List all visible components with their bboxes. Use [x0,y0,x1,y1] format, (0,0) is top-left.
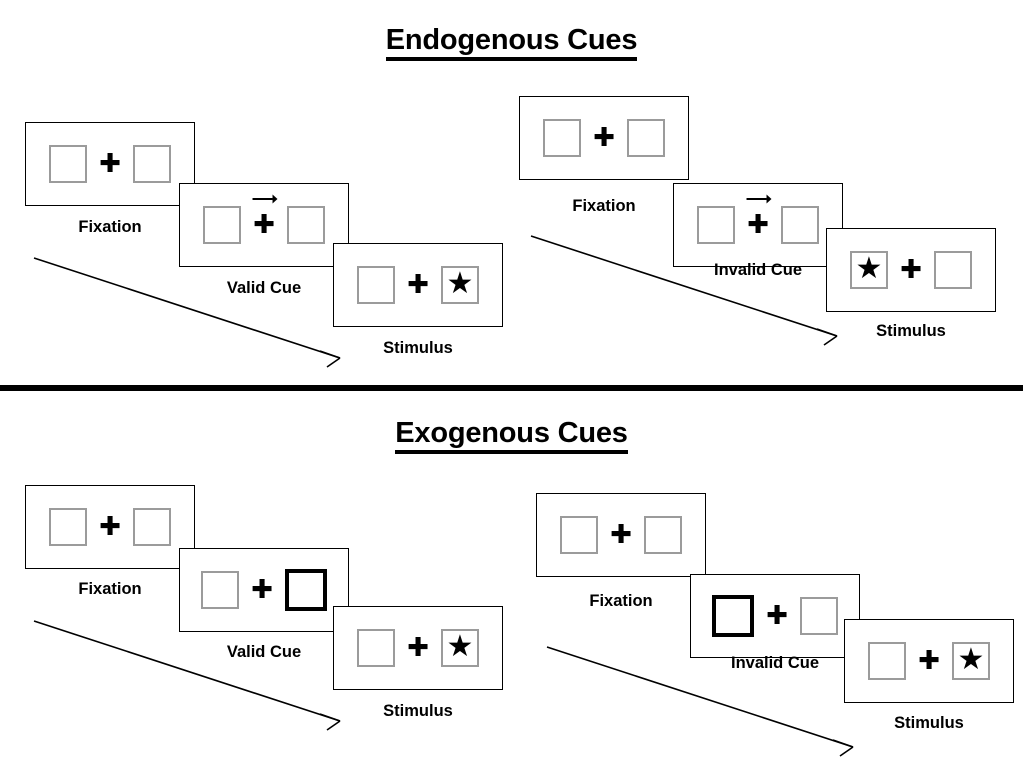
slot-left[interactable]: ★ [357,266,395,304]
flow-arrow-endogenous-valid [33,257,341,368]
fixation-center: ✚ [598,522,644,548]
slot-left[interactable]: ★ [357,629,395,667]
section-title-exogenous-text: Exogenous Cues [395,419,628,454]
caption-endogenous-valid-fixation: Fixation [78,218,142,236]
slot-right[interactable]: ★ [952,642,990,680]
fixation-center: ✚ [87,514,133,540]
panel-content: ★ ✚ ★ [334,244,502,326]
panel-endogenous-valid-fixation[interactable]: ★ ✚ ★ [25,122,195,206]
slot-left[interactable]: ★ [201,571,239,609]
fixation-center: ✚ [888,257,934,283]
slot-left[interactable]: ★ [560,516,598,554]
slot-right[interactable]: ★ [627,119,665,157]
slot-left[interactable]: ★ [697,206,735,244]
panel-content: ★ ✚ ★ [180,549,348,631]
slot-left-cued[interactable]: ★ [712,595,754,637]
section-title-exogenous: Exogenous Cues [0,419,1023,454]
fixation-cross-icon: ✚ [407,270,429,300]
fixation-center: ✚ [395,272,441,298]
slot-right[interactable]: ★ [133,145,171,183]
slot-right[interactable]: ★ [800,597,838,635]
slot-left[interactable]: ★ [49,145,87,183]
slot-right[interactable]: ★ [441,266,479,304]
flow-arrow-exogenous-invalid [546,646,854,757]
fixation-cross-icon: ✚ [900,255,922,285]
panel-endogenous-valid-cue[interactable]: ★ ✚ ★ [179,183,349,267]
flow-arrow-exogenous-valid [33,620,341,731]
slot-right[interactable]: ★ [441,629,479,667]
slot-left[interactable]: ★ [543,119,581,157]
slot-right[interactable]: ★ [644,516,682,554]
fixation-cross-icon: ✚ [99,512,121,542]
panel-exogenous-valid-cue[interactable]: ★ ✚ ★ [179,548,349,632]
caption-exogenous-invalid-cue: Invalid Cue [730,654,820,672]
panel-endogenous-valid-stimulus[interactable]: ★ ✚ ★ [333,243,503,327]
caption-endogenous-invalid-cue: Invalid Cue [713,261,803,279]
cue-arrow-right-icon [746,194,772,204]
panel-exogenous-valid-stimulus[interactable]: ★ ✚ ★ [333,606,503,690]
caption-endogenous-invalid-stimulus: Stimulus [876,322,946,340]
fixation-center: ✚ [239,577,285,603]
fixation-center: ✚ [395,635,441,661]
slot-left[interactable]: ★ [868,642,906,680]
slot-left[interactable]: ★ [49,508,87,546]
fixation-cross-icon: ✚ [593,123,615,153]
fixation-cross-icon: ✚ [747,210,769,240]
panel-content: ★ ✚ ★ [26,486,194,568]
section-divider [0,385,1023,391]
panel-exogenous-invalid-cue[interactable]: ★ ✚ ★ [690,574,860,658]
section-title-endogenous: Endogenous Cues [0,26,1023,61]
panel-endogenous-invalid-cue[interactable]: ★ ✚ ★ [673,183,843,267]
caption-endogenous-valid-cue: Valid Cue [226,279,302,297]
panel-exogenous-invalid-fixation[interactable]: ★ ✚ ★ [536,493,706,577]
slot-right[interactable]: ★ [934,251,972,289]
caption-exogenous-invalid-stimulus: Stimulus [894,714,964,732]
panel-content: ★ ✚ ★ [537,494,705,576]
caption-exogenous-valid-cue: Valid Cue [226,643,302,661]
star-icon: ★ [855,252,883,285]
flow-arrow-endogenous-invalid [530,235,838,346]
caption-exogenous-valid-fixation: Fixation [78,580,142,598]
fixation-center: ✚ [735,194,781,240]
panel-content: ★ ✚ ★ [26,123,194,205]
panel-exogenous-invalid-stimulus[interactable]: ★ ✚ ★ [844,619,1014,703]
slot-right-cued[interactable]: ★ [285,569,327,611]
fixation-cross-icon: ✚ [610,520,632,550]
star-icon: ★ [446,630,474,663]
fixation-cross-icon: ✚ [407,633,429,663]
section-title-endogenous-text: Endogenous Cues [385,26,637,61]
panel-content: ★ ✚ ★ [827,229,995,311]
slot-left[interactable]: ★ [203,206,241,244]
caption-endogenous-invalid-fixation: Fixation [572,197,636,215]
caption-exogenous-invalid-fixation: Fixation [589,592,653,610]
fixation-center: ✚ [241,194,287,240]
panel-content: ★ ✚ ★ [520,97,688,179]
slot-right[interactable]: ★ [287,206,325,244]
fixation-center: ✚ [754,603,800,629]
panel-content: ★ ✚ ★ [180,184,348,266]
caption-endogenous-valid-stimulus: Stimulus [383,339,453,357]
panel-endogenous-invalid-stimulus[interactable]: ★ ✚ ★ [826,228,996,312]
panel-content: ★ ✚ ★ [334,607,502,689]
caption-exogenous-valid-stimulus: Stimulus [383,702,453,720]
fixation-center: ✚ [87,151,133,177]
fixation-cross-icon: ✚ [99,149,121,179]
fixation-cross-icon: ✚ [253,210,275,240]
fixation-cross-icon: ✚ [766,601,788,631]
panel-content: ★ ✚ ★ [691,575,859,657]
panel-content: ★ ✚ ★ [674,184,842,266]
star-icon: ★ [446,267,474,300]
panel-content: ★ ✚ ★ [845,620,1013,702]
fixation-center: ✚ [906,648,952,674]
panel-exogenous-valid-fixation[interactable]: ★ ✚ ★ [25,485,195,569]
cue-arrow-right-icon [252,194,278,204]
fixation-center: ✚ [581,125,627,151]
fixation-cross-icon: ✚ [251,575,273,605]
slot-right[interactable]: ★ [133,508,171,546]
fixation-cross-icon: ✚ [918,646,940,676]
panel-endogenous-invalid-fixation[interactable]: ★ ✚ ★ [519,96,689,180]
star-icon: ★ [957,643,985,676]
slot-right[interactable]: ★ [781,206,819,244]
slot-left[interactable]: ★ [850,251,888,289]
